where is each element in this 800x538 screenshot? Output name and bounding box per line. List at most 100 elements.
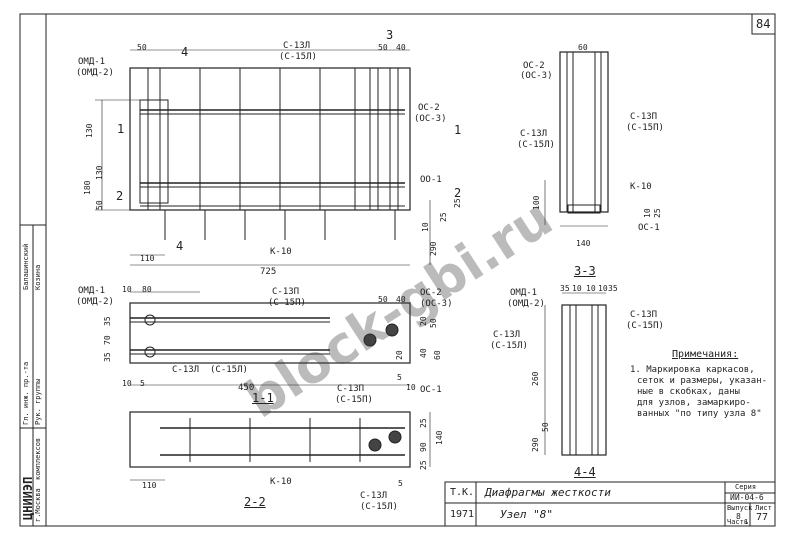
notes-line-5: ванных "по типу узла 8": [637, 409, 762, 419]
section-2-2-graphics: [129, 411, 431, 481]
main-dim-5: 130: [95, 165, 104, 180]
s11-label-1: ОМД-1: [78, 286, 106, 296]
tb-issue-label: Выпуск: [727, 504, 753, 512]
s33-label-5: С-13П: [630, 112, 658, 122]
notes-line-3: ные в скобках, даны: [637, 387, 740, 397]
strip-name-1: Балашинский: [22, 243, 30, 290]
s11-label-4: (С-15П): [268, 298, 306, 308]
s11-dim-5: 35: [103, 316, 112, 326]
s33-dim-5: 140: [576, 239, 591, 248]
s44-dim-5: 35: [608, 284, 618, 293]
tb-part-label: Часть: [727, 518, 749, 526]
section-2-2-title: 2-2: [244, 495, 266, 509]
s44-label-6: (С-15П): [626, 321, 664, 331]
sheet-frame: [19, 13, 776, 527]
s44-dim-7: 290: [531, 437, 540, 452]
s33-dim-1: 60: [578, 43, 588, 52]
tb-issue: 8: [736, 512, 741, 521]
section-3-3-title: 3-3: [574, 264, 596, 278]
section-1-1-title: 1-1: [252, 391, 274, 405]
main-dim-2: 50: [378, 43, 388, 52]
main-view: [95, 49, 431, 266]
s11-dim-9: 50: [429, 318, 438, 328]
s11-dim-14: 10: [122, 379, 132, 388]
main-dim-8: 25: [439, 212, 448, 222]
org-name: комплексов: [34, 437, 42, 480]
s11-dim-7: 35: [103, 352, 112, 362]
s44-dim-8: 50: [541, 422, 550, 432]
s11-label-2: (ОМД-2): [76, 297, 114, 307]
org-city: г.Москва: [34, 488, 42, 522]
s22-dim-6: 110: [142, 481, 157, 490]
s11-dim-2: 80: [142, 285, 152, 294]
tb-series-label: Серия: [735, 483, 757, 491]
s11-dim-4: 40: [396, 295, 406, 304]
s44-label-1: ОМД-1: [510, 288, 538, 298]
notes-line-1: 1. Маркировка каркасов,: [630, 365, 755, 375]
s22-label-6: (С-15Л): [360, 502, 398, 512]
strip-name-2: Козина: [34, 264, 42, 290]
main-label-5: ОС-2: [418, 103, 440, 113]
s33-label-2: (ОС-3): [520, 71, 553, 81]
tb-sheet: 77: [756, 512, 769, 523]
s22-dim-2: 90: [419, 442, 428, 452]
s44-label-5: С-13П: [630, 310, 658, 320]
org-logo: ЦНИИЭП: [21, 476, 35, 520]
s44-dim-2: 10: [572, 284, 582, 293]
main-dim-3: 40: [396, 43, 406, 52]
main-dim-7: 50: [95, 200, 104, 210]
main-label-1: ОМД-1: [78, 57, 106, 67]
tb-sheet-label: Лист: [755, 504, 772, 512]
tb-series: ИИ-04-6: [730, 493, 764, 502]
tb-title: Диафрагмы жесткости: [485, 486, 611, 499]
s33-dim-3: 10: [643, 208, 652, 218]
s22-label-1: С-13П: [337, 384, 365, 394]
s11-dim-11: 60: [433, 350, 442, 360]
s33-dim-2: 100: [532, 195, 541, 210]
main-dim-11: 290: [429, 241, 438, 256]
strip-row-2: Рук. группы: [34, 378, 42, 425]
s11-dim-16: 5: [397, 373, 402, 382]
main-dim-12: 110: [140, 254, 155, 263]
main-dim-1: 50: [137, 43, 147, 52]
title-block-frame: [444, 481, 776, 527]
s44-label-3: С-13Л: [493, 330, 521, 340]
s11-dim-3: 50: [378, 295, 388, 304]
tb-year: 1971: [450, 509, 475, 520]
main-label-7: ОО-1: [420, 175, 442, 185]
section-1-1-graphics: [129, 291, 411, 386]
s11-label-8: (С-15Л): [210, 365, 248, 375]
notes-title: Примечания:: [672, 349, 739, 360]
page-number-box: [751, 13, 776, 35]
section-4-4-graphics: [544, 292, 607, 456]
s44-dim-3: 10: [586, 284, 596, 293]
main-cut-3: 1: [117, 122, 125, 136]
s22-dim-4: 25: [419, 460, 428, 470]
s44-label-4: (С-15Л): [490, 341, 528, 351]
s44-dim-1: 35: [560, 284, 570, 293]
main-cut-2: 3: [386, 28, 394, 42]
s22-label-5: С-13Л: [360, 491, 388, 501]
strip-row-1: Гл. инж. пр.-та: [22, 361, 30, 425]
section-3-3-graphics: [544, 51, 609, 227]
s22-label-2: (С-15П): [335, 395, 373, 405]
s11-dim-17: 10: [406, 383, 416, 392]
s11-label-6: (ОС-3): [420, 299, 453, 309]
tb-part: 1: [744, 518, 749, 526]
main-dim-4: 130: [85, 123, 94, 138]
s33-label-3: С-13Л: [520, 129, 548, 139]
s33-label-8: ОС-1: [638, 223, 660, 233]
s44-dim-4: 10: [598, 284, 608, 293]
main-cut-4: 2: [116, 189, 124, 203]
main-dim-13: 725: [260, 267, 277, 277]
notes-line-4: для узлов, замаркиро-: [637, 398, 751, 408]
main-cut-7: 2: [454, 186, 462, 200]
main-cut-1: 4: [181, 45, 189, 59]
s11-dim-6: 70: [103, 335, 112, 345]
s22-label-4: К-10: [270, 477, 292, 487]
s11-label-3: С-13П: [272, 287, 300, 297]
s11-dim-1: 10: [122, 285, 132, 294]
s44-dim-6: 260: [531, 371, 540, 386]
main-cut-6: 1: [454, 123, 462, 137]
